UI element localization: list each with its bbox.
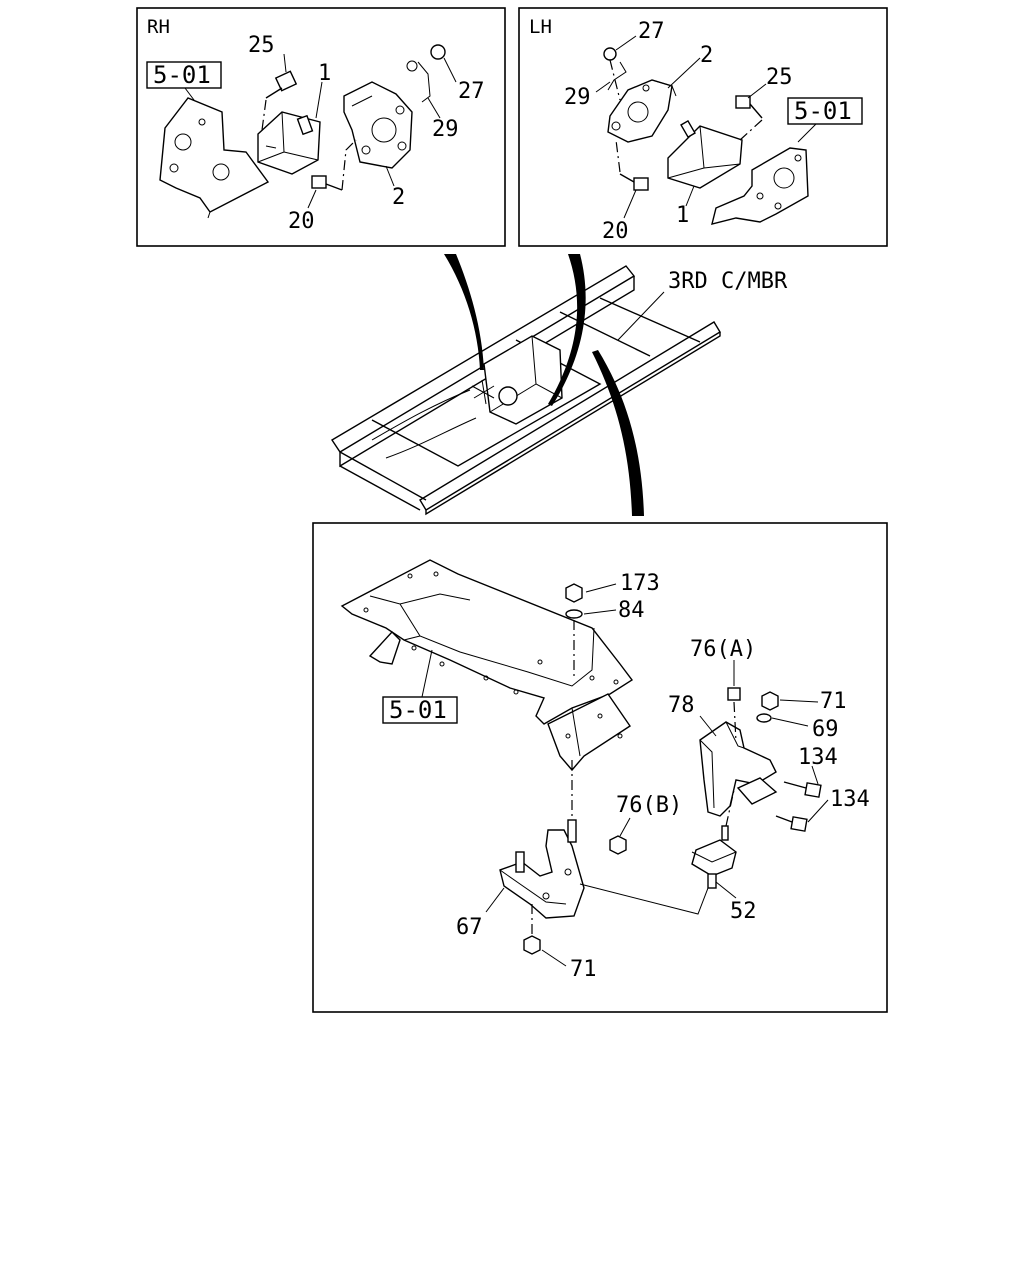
lh-callout-arrow <box>548 254 586 406</box>
lower-callout-134-lower[interactable]: 134 <box>830 787 870 812</box>
lower-callout-71-bottom[interactable]: 71 <box>570 957 597 982</box>
lh-frame-ref: 5-01 <box>794 97 852 125</box>
nut-173-drawing <box>565 583 583 818</box>
lower-callout-67[interactable]: 67 <box>456 915 483 940</box>
lh-panel: LH 5-01 <box>518 7 888 247</box>
lower-callout-arrow <box>592 350 644 516</box>
nut-71-top-drawing <box>756 691 779 723</box>
lh-callout-1[interactable]: 1 <box>676 203 689 228</box>
rh-callout-arrow <box>444 254 484 370</box>
lower-callout-71-top[interactable]: 71 <box>820 689 847 714</box>
rh-frame-ref-box[interactable] <box>146 61 222 89</box>
rh-frame-ref: 5-01 <box>153 61 211 89</box>
rh-callout-2[interactable]: 2 <box>392 185 405 210</box>
lower-frame-ref: 5-01 <box>389 696 447 724</box>
rh-mount-1-drawing <box>257 111 321 175</box>
lower-panel: 5-01 <box>312 522 888 1013</box>
rh-callout-20[interactable]: 20 <box>288 209 315 234</box>
lh-side-label: LH <box>529 16 552 38</box>
bolt-134-upper-drawing <box>783 781 822 798</box>
rh-panel: RH 5-01 <box>136 7 506 247</box>
lower-callout-134-upper[interactable]: 134 <box>798 745 838 770</box>
lower-callout-76b[interactable]: 76(B) <box>616 793 682 818</box>
lh-frame-ref-box[interactable] <box>787 97 863 125</box>
mount-marker-icon <box>471 379 495 405</box>
lh-callout-2[interactable]: 2 <box>700 43 713 68</box>
crossmember-drawing <box>340 559 634 772</box>
lh-bolt-25-drawing <box>735 95 763 141</box>
rh-callout-27[interactable]: 27 <box>458 79 485 104</box>
mount-52-drawing <box>691 789 737 889</box>
lower-callout-173[interactable]: 173 <box>620 571 660 596</box>
lh-bolt-20-drawing <box>615 139 649 191</box>
lh-bracket-2-drawing <box>607 79 677 143</box>
bolt-134-lower-drawing <box>775 815 808 832</box>
rh-frame-bracket-drawing <box>159 97 270 219</box>
lower-callout-78[interactable]: 78 <box>668 693 695 718</box>
rh-bolt-20-drawing <box>311 139 357 191</box>
lh-callout-20[interactable]: 20 <box>602 219 629 244</box>
rh-side-label: RH <box>147 16 170 38</box>
lower-frame-ref-box[interactable] <box>382 696 458 724</box>
mount-67-drawing <box>499 819 585 919</box>
rh-bracket-2-drawing <box>343 81 413 169</box>
lower-callout-52[interactable]: 52 <box>730 899 757 924</box>
lh-nut-27-drawing <box>603 47 627 101</box>
lh-frame-bracket-drawing <box>711 147 809 225</box>
lh-callout-29[interactable]: 29 <box>564 85 591 110</box>
chassis-overview: 3RD C/MBR <box>331 254 788 516</box>
chassis-member-label[interactable]: 3RD C/MBR <box>668 269 788 294</box>
lower-callout-84[interactable]: 84 <box>618 598 645 623</box>
rh-callout-1[interactable]: 1 <box>318 61 331 86</box>
rh-bolt-25-drawing <box>261 70 298 131</box>
lh-callout-27[interactable]: 27 <box>638 19 665 44</box>
lh-callout-25[interactable]: 25 <box>766 65 793 90</box>
lower-callout-69[interactable]: 69 <box>812 717 839 742</box>
lower-callout-76a[interactable]: 76(A) <box>690 637 756 662</box>
rh-callout-29[interactable]: 29 <box>432 117 459 142</box>
rh-callout-25[interactable]: 25 <box>248 33 275 58</box>
rh-nut-27-drawing <box>406 44 446 103</box>
lh-mount-1-drawing <box>667 119 743 189</box>
washer-76b-drawing <box>609 835 627 855</box>
nut-71-bottom-drawing <box>523 904 541 955</box>
bracket-78-drawing <box>699 687 778 817</box>
